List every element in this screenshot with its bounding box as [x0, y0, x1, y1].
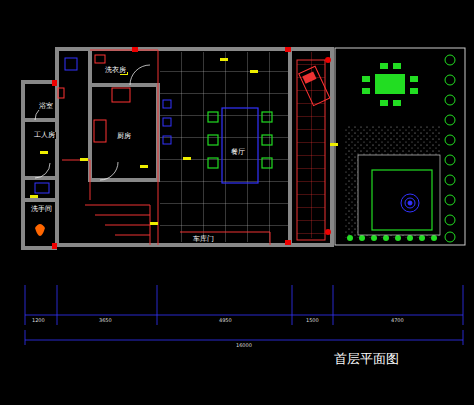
room-label: 洗衣房: [104, 67, 127, 74]
dimension-text: 1500: [305, 318, 320, 323]
floor-grid: [160, 52, 440, 242]
dimension-text: 3650: [98, 318, 113, 323]
dimension-text: 1200: [31, 318, 46, 323]
room-label: 餐厅: [230, 149, 246, 156]
dimension-text: 4700: [390, 318, 405, 323]
room-label: 厨房: [116, 133, 132, 140]
dimension-text: 16000: [235, 343, 253, 348]
room-label: 工人房: [33, 132, 56, 139]
red-lines: [62, 48, 465, 245]
walls: [23, 49, 332, 248]
furniture: [30, 47, 455, 249]
room-label: 浴室: [38, 103, 54, 110]
drawing-title: 首层平面图: [333, 352, 400, 365]
room-label: 洗手间: [30, 206, 53, 213]
dimension-text: 4950: [218, 318, 233, 323]
doors: [35, 65, 150, 180]
room-label: 车库门: [192, 236, 215, 243]
dimension-line: [25, 285, 463, 345]
